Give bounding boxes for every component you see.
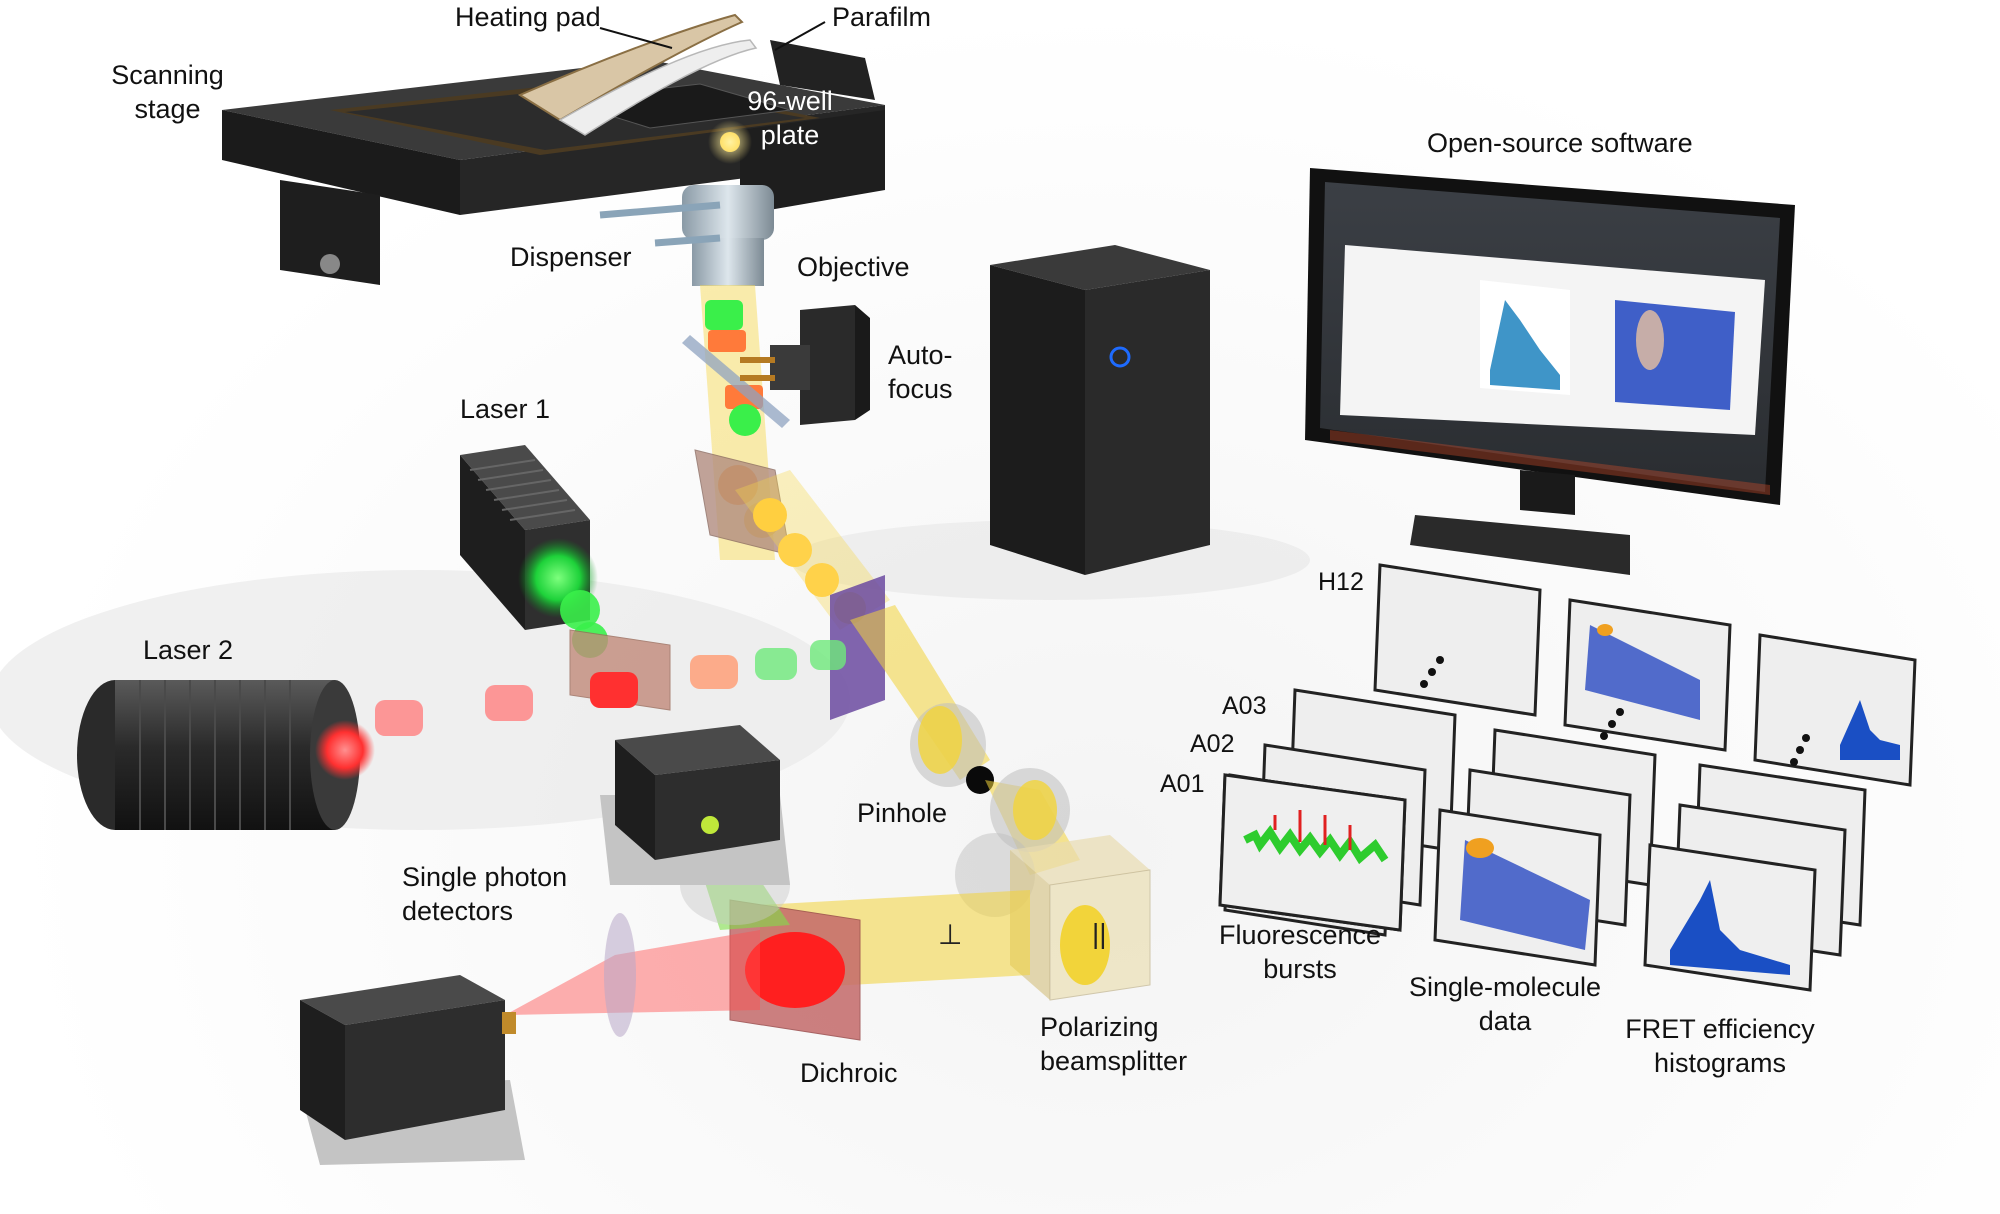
polarizing-beamsplitter	[1010, 835, 1151, 1001]
single-molecule-scatter	[1460, 624, 1700, 950]
label-laser-1: Laser 1	[460, 394, 551, 424]
beam-combining-mirror	[830, 575, 885, 720]
well-label-a01: A01	[1160, 770, 1205, 798]
label-scanning-stage: Scanning stage	[111, 60, 224, 124]
post-pinhole-beam	[985, 768, 1080, 875]
heating-pad-pointer	[599, 27, 673, 49]
label-objective: Objective	[797, 252, 910, 282]
label-heating-pad: Heating pad	[455, 2, 601, 32]
dispenser-needles	[599, 201, 721, 247]
single-photon-detector-lower	[300, 975, 525, 1165]
label-laser-2: Laser 2	[143, 635, 234, 665]
heating-pad	[517, 13, 744, 122]
red-spot	[745, 932, 845, 1008]
well-label-h12: H12	[1318, 568, 1364, 596]
label-parafilm: Parafilm	[832, 2, 932, 32]
red-beam	[375, 640, 846, 736]
computer-tower	[990, 245, 1210, 575]
power-button-icon[interactable]	[1109, 346, 1131, 368]
label-fret-histograms: FRET efficiency histograms	[1625, 1014, 1815, 1078]
well-label-a02: A02	[1190, 730, 1235, 758]
stack-ellipsis	[1420, 656, 1810, 766]
label-dichroic: Dichroic	[800, 1058, 898, 1088]
label-fluorescence-bursts: Fluorescence bursts	[1218, 920, 1382, 984]
label-96-well-plate: 96-well plate	[747, 86, 833, 150]
label-pinhole: Pinhole	[857, 798, 948, 828]
perpendicular-symbol: ⊥	[938, 919, 963, 950]
single-photon-detector-upper	[600, 725, 790, 885]
label-dispenser: Dispenser	[510, 242, 632, 272]
autofocus-unit	[740, 305, 870, 425]
well-label-a03: A03	[1222, 692, 1267, 720]
label-single-molecule-data: Single-molecule data	[1408, 972, 1602, 1036]
objective-lens	[682, 185, 774, 286]
label-polarizing-beamsplitter: Polarizing beamsplitter	[1040, 1012, 1188, 1076]
monitor	[1305, 168, 1795, 575]
label-single-photon-detectors: Single photon detectors	[402, 862, 568, 926]
parallel-symbol: ||	[1092, 918, 1107, 949]
autofocus-dichroic	[682, 335, 790, 428]
pinhole	[966, 766, 994, 794]
fret-histogram-bars	[1670, 700, 1900, 975]
parafilm	[558, 39, 875, 136]
label-autofocus: Auto- focus	[888, 340, 953, 404]
label-open-source-software: Open-source software	[1427, 128, 1693, 158]
fluorescence-bursts-plot	[1218, 773, 1407, 932]
emission-beam	[850, 605, 990, 787]
parafilm-pointer	[774, 21, 826, 51]
focusing-lens	[604, 913, 636, 1037]
laser-2	[77, 680, 375, 830]
